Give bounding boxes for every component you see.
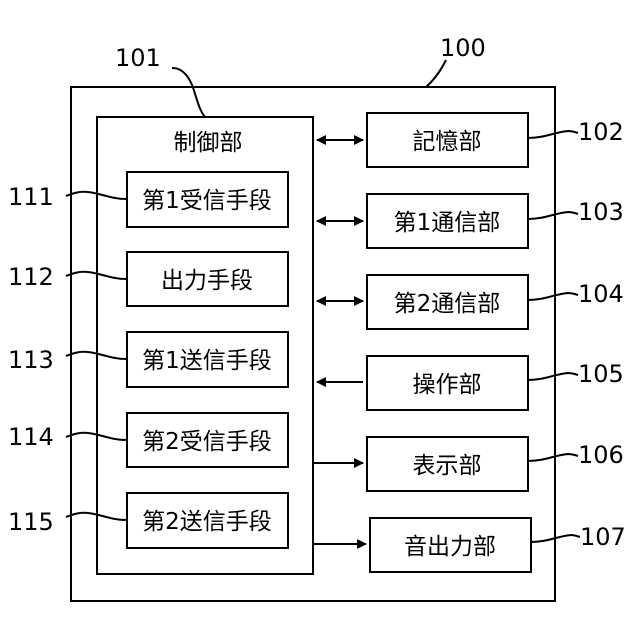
- unit-ref-106: 106: [578, 441, 624, 469]
- unit-ref-102: 102: [578, 118, 624, 146]
- unit-label-104: 第2通信部: [394, 291, 501, 317]
- means-label-113: 第1送信手段: [142, 348, 272, 374]
- unit-ref-105: 105: [578, 360, 624, 388]
- means-ref-111: 111: [8, 183, 54, 211]
- means-ref-114: 114: [8, 423, 54, 451]
- unit-label-102: 記憶部: [413, 129, 482, 155]
- means-label-114: 第2受信手段: [142, 429, 272, 455]
- unit-label-105: 操作部: [413, 372, 482, 398]
- unit-label-103: 第1通信部: [394, 210, 501, 236]
- means-ref-112: 112: [8, 263, 54, 291]
- unit-label-107: 音出力部: [404, 534, 496, 560]
- unit-ref-103: 103: [578, 198, 624, 226]
- controller-ref-label: 101: [115, 44, 161, 72]
- means-label-115: 第2送信手段: [142, 509, 272, 535]
- controller-label: 制御部: [174, 130, 243, 156]
- unit-ref-104: 104: [578, 280, 624, 308]
- system-leader-line: [426, 60, 446, 87]
- means-ref-115: 115: [8, 508, 54, 536]
- means-label-111: 第1受信手段: [142, 188, 272, 214]
- system-ref-label: 100: [440, 34, 486, 62]
- means-label-112: 出力手段: [161, 268, 253, 294]
- unit-label-106: 表示部: [413, 453, 482, 479]
- unit-ref-107: 107: [580, 523, 626, 551]
- means-ref-113: 113: [8, 346, 54, 374]
